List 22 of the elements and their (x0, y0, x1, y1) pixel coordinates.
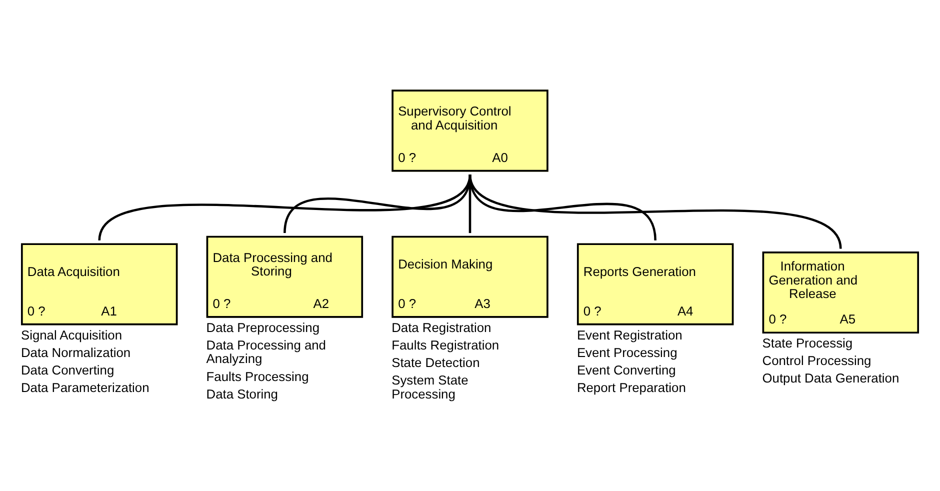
node-label: Faults Processing (206, 368, 309, 384)
node-label: Data Normalization (20, 344, 131, 360)
node-label: Data Converting (20, 362, 114, 378)
node-label: Data Preprocessing (206, 320, 320, 335)
node-label: Data Storing (206, 386, 278, 402)
node-label: Event Converting (576, 362, 676, 378)
node-label: Event Registration (576, 327, 682, 342)
node-label: Control Processing (762, 353, 872, 368)
node-label: Data Registration (392, 320, 492, 335)
connector (284, 174, 472, 234)
node-label: Faults Registration (392, 337, 500, 352)
node-label: Data Processing and Analyzing (206, 337, 326, 366)
node-label: State Detection (392, 354, 480, 370)
node-label: State Processig (762, 336, 853, 351)
node-label: Data Parameterization (20, 380, 150, 395)
node-label: Output Data Generation (762, 370, 900, 386)
connector (468, 174, 842, 250)
connector (98, 174, 472, 241)
node-label: Event Processing (576, 344, 678, 360)
node-label: System State Processing (392, 372, 468, 402)
node-label: Signal Acquisition (20, 327, 122, 342)
node-label: Report Preparation (576, 380, 686, 395)
